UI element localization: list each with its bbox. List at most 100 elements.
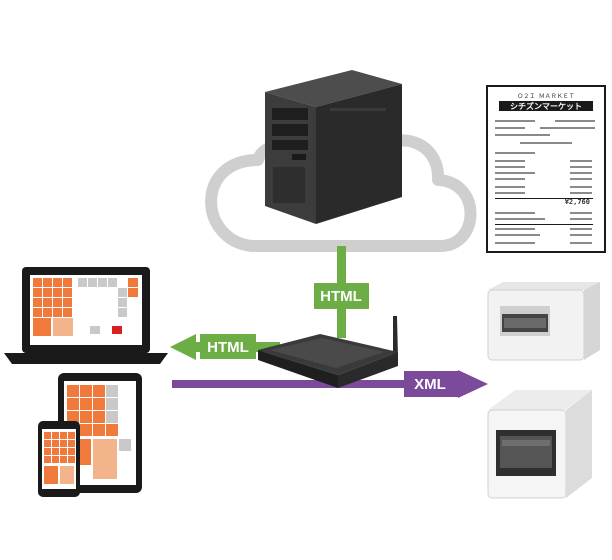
- screen-tile: [63, 298, 72, 307]
- screen-tile: [63, 308, 72, 317]
- screen-tile: [52, 440, 59, 447]
- screen-tile: [43, 288, 52, 297]
- receipt-line: [570, 178, 592, 180]
- receipt-line: [520, 142, 572, 144]
- screen-tile: [44, 466, 58, 484]
- screen-tile: [43, 298, 52, 307]
- receipt-line: [570, 186, 592, 188]
- router-icon: [258, 316, 398, 388]
- tablet-icon: [58, 373, 142, 493]
- screen-tile: [60, 432, 67, 439]
- screen-tile: [60, 456, 67, 463]
- receipt-printer-bottom: [487, 390, 592, 499]
- screen-tile: [90, 326, 100, 334]
- client-link: HTML: [170, 334, 280, 360]
- screen-tile: [44, 448, 51, 455]
- receipt-divider: [495, 198, 593, 199]
- receipt-line: [495, 228, 535, 230]
- receipt-line: [570, 212, 592, 214]
- receipt-line: [570, 234, 592, 236]
- server-link: HTML: [314, 246, 369, 338]
- screen-tile: [93, 385, 105, 397]
- screen-tile: [80, 424, 92, 436]
- printer-link: XML: [172, 370, 488, 398]
- server-icon: [265, 70, 402, 224]
- receipt-line: [570, 192, 592, 194]
- receipt-line: [495, 152, 535, 154]
- receipt-line: [570, 172, 592, 174]
- screen-tile: [93, 411, 105, 423]
- screen-tile: [68, 448, 75, 455]
- receipt-line: [495, 178, 525, 180]
- screen-tile: [52, 448, 59, 455]
- screen-tile: [106, 424, 118, 436]
- arrow-left-icon: [170, 334, 196, 360]
- receipt-line: [570, 228, 592, 230]
- screen-tile: [68, 440, 75, 447]
- receipt-line: [495, 127, 525, 129]
- screen-tile: [33, 278, 42, 287]
- receipt-line: [570, 166, 592, 168]
- receipt-line: [495, 134, 550, 136]
- screen-tile: [78, 278, 87, 287]
- receipt-line: [495, 166, 525, 168]
- screen-tile: [88, 278, 97, 287]
- screen-tile: [118, 298, 127, 307]
- screen-tile: [44, 432, 51, 439]
- screen-tile: [44, 456, 51, 463]
- receipt-line: [495, 234, 540, 236]
- screen-tile: [118, 308, 127, 317]
- screen-tile: [43, 278, 52, 287]
- screen-tile: [60, 448, 67, 455]
- receipt-header: Ｏ２Ｉ ＭＡＲＫＥＴ: [517, 93, 575, 100]
- screen-tile: [53, 308, 62, 317]
- receipt-total: ¥2,760: [565, 198, 590, 206]
- screen-tile: [98, 278, 107, 287]
- receipt-line: [495, 160, 525, 162]
- laptop-icon: [4, 267, 168, 364]
- screen-tile: [33, 308, 42, 317]
- screen-tile: [108, 278, 117, 287]
- screen-tile: [63, 278, 72, 287]
- screen-tile: [118, 288, 127, 297]
- receipt-line: [495, 192, 525, 194]
- printer-link-label: XML: [414, 376, 446, 393]
- arrow-right-icon: [458, 370, 488, 398]
- screen-tile: [53, 298, 62, 307]
- screen-tile: [80, 411, 92, 423]
- receipt-line: [570, 218, 592, 220]
- client-link-label: HTML: [207, 339, 249, 356]
- screen-tile: [68, 432, 75, 439]
- receipt-line: [570, 160, 592, 162]
- screen-tile: [67, 385, 79, 397]
- screen-tile: [93, 398, 105, 410]
- screen-tile: [119, 439, 131, 451]
- screen-tile: [128, 288, 138, 297]
- screen-tile: [68, 456, 75, 463]
- receipt-line: [495, 186, 525, 188]
- screen-tile: [33, 318, 51, 336]
- screen-tile: [53, 288, 62, 297]
- screen-tile: [53, 318, 73, 336]
- screen-tile: [43, 308, 52, 317]
- receipt-icon: Ｏ２Ｉ ＭＡＲＫＥＴ シチズンマーケット ¥2,760: [486, 85, 606, 253]
- screen-tile: [44, 440, 51, 447]
- receipt-line: [570, 242, 592, 244]
- server-link-label: HTML: [320, 288, 362, 305]
- screen-tile: [52, 456, 59, 463]
- screen-tile: [93, 424, 105, 436]
- screen-tile: [33, 298, 42, 307]
- screen-tile: [93, 439, 117, 479]
- screen-tile: [52, 432, 59, 439]
- screen-tile: [112, 326, 122, 334]
- screen-tile: [106, 411, 118, 423]
- phone-icon: [38, 421, 80, 497]
- receipt-line: [495, 218, 545, 220]
- receipt-line: [495, 242, 535, 244]
- screen-tile: [53, 278, 62, 287]
- receipt-line: [540, 127, 595, 129]
- receipt-printer-top: [487, 282, 600, 361]
- receipt-line: [495, 212, 535, 214]
- screen-tile: [128, 278, 138, 287]
